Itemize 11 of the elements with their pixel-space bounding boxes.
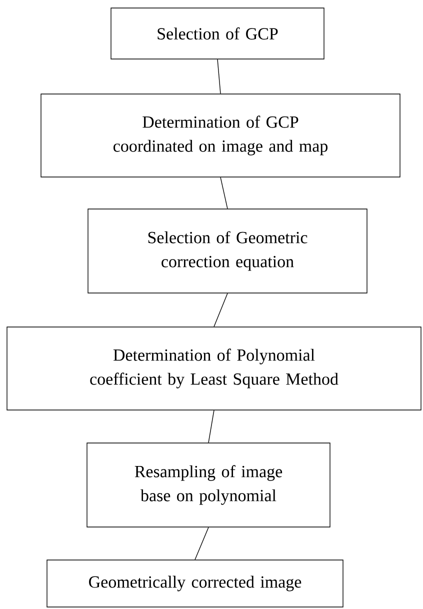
process-box: Determination of Polynomial coefficient by Least Square Method bbox=[6, 326, 422, 410]
process-box: Determination of GCP coordinated on image and map bbox=[40, 94, 400, 178]
process-box: Selection of GCP bbox=[110, 8, 324, 60]
connector-line bbox=[220, 177, 228, 209]
connector-line bbox=[208, 410, 214, 443]
connector-line bbox=[194, 527, 209, 560]
process-box: Resampling of image base on polynomial bbox=[86, 442, 330, 528]
connector-line bbox=[217, 59, 221, 94]
process-box: Selection of Geometric correction equation bbox=[88, 208, 368, 294]
process-box: Geometrically corrected image bbox=[46, 560, 344, 608]
connector-line bbox=[214, 293, 228, 327]
